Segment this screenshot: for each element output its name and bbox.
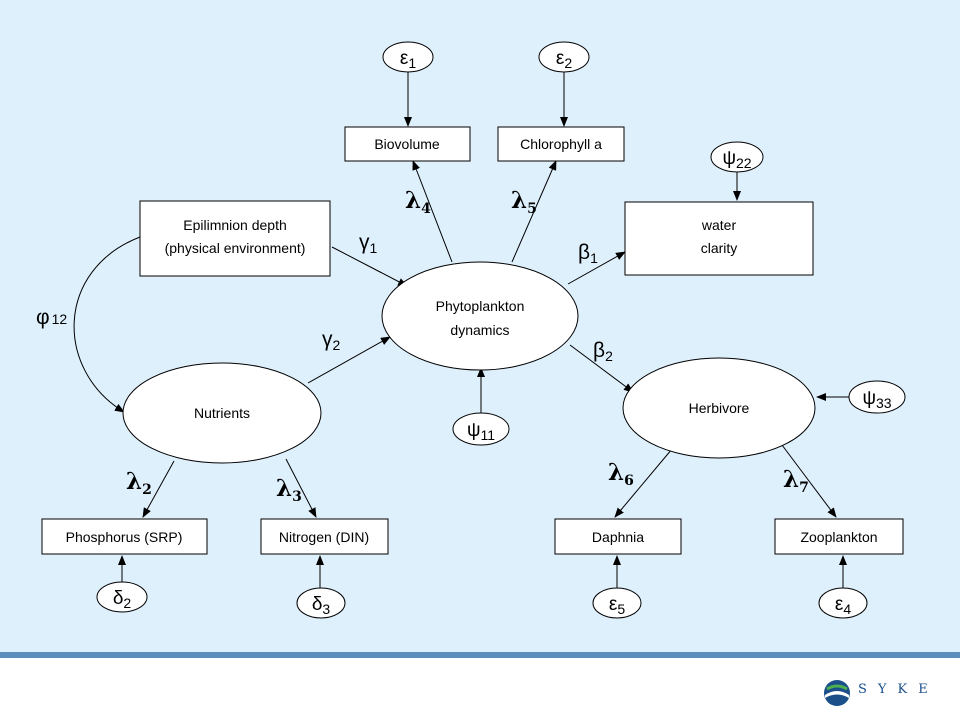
error-psi-22: ψ22 bbox=[710, 141, 764, 173]
footer-area bbox=[0, 658, 960, 720]
svg-text:(physical environment): (physical environment) bbox=[165, 240, 306, 256]
error-psi-33: ψ33 bbox=[848, 380, 906, 414]
svg-text:ε4: ε4 bbox=[835, 594, 851, 617]
label-beta-2: β2 bbox=[593, 339, 613, 364]
svg-text:δ2: δ2 bbox=[113, 588, 132, 611]
svg-text:water: water bbox=[701, 217, 737, 233]
edge-nutrients-nitrogen bbox=[285, 458, 317, 518]
svg-text:ψ11: ψ11 bbox=[467, 420, 495, 443]
edge-phyto-chlorophyll bbox=[511, 160, 557, 263]
svg-text:ε2: ε2 bbox=[556, 48, 572, 71]
sem-diagram: Biovolume Chlorophyll a Epilimnion depth… bbox=[36, 41, 906, 619]
svg-text:ε1: ε1 bbox=[400, 48, 416, 71]
edge-phyto-clarity bbox=[567, 251, 626, 285]
edge-phyto-herbivore bbox=[569, 344, 634, 393]
node-nitrogen: Nitrogen (DIN) bbox=[260, 518, 389, 555]
svg-text:δ3: δ3 bbox=[312, 594, 331, 617]
label-gamma-1: γ1 bbox=[359, 231, 378, 256]
syke-logo: SYKE bbox=[822, 676, 942, 710]
svg-text:ψ22: ψ22 bbox=[722, 148, 751, 171]
svg-text:clarity: clarity bbox=[701, 240, 738, 256]
syke-logo-icon bbox=[824, 680, 850, 706]
label-lambda-3: λ3 bbox=[276, 475, 302, 505]
node-chlorophyll-a: Chlorophyll a bbox=[497, 126, 625, 162]
svg-text:Phytoplankton: Phytoplankton bbox=[436, 298, 525, 314]
node-herbivore: Herbivore bbox=[622, 357, 816, 459]
svg-text:Chlorophyll a: Chlorophyll a bbox=[520, 136, 602, 152]
node-daphnia: Daphnia bbox=[554, 518, 682, 555]
node-water-clarity: water clarity bbox=[624, 201, 814, 276]
edges bbox=[73, 72, 849, 588]
error-epsilon-1: ε1 bbox=[382, 41, 434, 73]
svg-text:ψ33: ψ33 bbox=[862, 388, 891, 411]
svg-text:Phosphorus (SRP): Phosphorus (SRP) bbox=[66, 529, 183, 545]
label-lambda-2: λ2 bbox=[126, 468, 152, 498]
footer-stripe bbox=[0, 652, 960, 658]
label-lambda-7: λ7 bbox=[783, 466, 809, 496]
svg-text:Herbivore: Herbivore bbox=[689, 400, 750, 416]
svg-text:ε5: ε5 bbox=[609, 594, 625, 617]
label-lambda-5: λ5 bbox=[511, 187, 537, 217]
svg-text:Nutrients: Nutrients bbox=[194, 405, 250, 421]
error-psi-11: ψ11 bbox=[452, 412, 510, 446]
error-delta-3: δ3 bbox=[296, 587, 346, 619]
edge-epilimnion-phyto bbox=[331, 246, 408, 287]
svg-text:Biovolume: Biovolume bbox=[374, 136, 440, 152]
node-epilimnion-depth: Epilimnion depth (physical environment) bbox=[139, 200, 331, 277]
svg-text:Daphnia: Daphnia bbox=[592, 529, 644, 545]
edge-phyto-biovolume bbox=[412, 160, 453, 263]
error-epsilon-2: ε2 bbox=[538, 41, 590, 73]
svg-text:Zooplankton: Zooplankton bbox=[800, 529, 877, 545]
svg-text:Epilimnion depth: Epilimnion depth bbox=[183, 217, 287, 233]
error-epsilon-5: ε5 bbox=[592, 587, 642, 619]
node-nutrients: Nutrients bbox=[122, 362, 322, 464]
label-lambda-6: λ6 bbox=[608, 459, 634, 489]
label-beta-1: β1 bbox=[578, 241, 598, 266]
node-phytoplankton: Phytoplankton dynamics bbox=[381, 261, 579, 371]
error-epsilon-4: ε4 bbox=[818, 587, 868, 619]
node-biovolume: Biovolume bbox=[344, 126, 471, 162]
node-zooplankton: Zooplankton bbox=[774, 518, 904, 555]
label-lambda-4: λ4 bbox=[405, 187, 431, 217]
error-delta-2: δ2 bbox=[96, 581, 148, 613]
edge-herbivore-zooplankton bbox=[781, 444, 837, 518]
edge-phi12-covariance bbox=[73, 230, 150, 413]
svg-text:Nitrogen (DIN): Nitrogen (DIN) bbox=[279, 529, 369, 545]
label-gamma-2: γ2 bbox=[322, 328, 341, 353]
node-phosphorus: Phosphorus (SRP) bbox=[41, 518, 208, 555]
edge-herbivore-daphnia bbox=[614, 448, 673, 518]
edge-nutrients-phyto bbox=[307, 336, 391, 384]
svg-text:dynamics: dynamics bbox=[450, 322, 509, 338]
edge-nutrients-phosphorus bbox=[142, 460, 175, 518]
syke-logo-text: SYKE bbox=[858, 682, 939, 697]
